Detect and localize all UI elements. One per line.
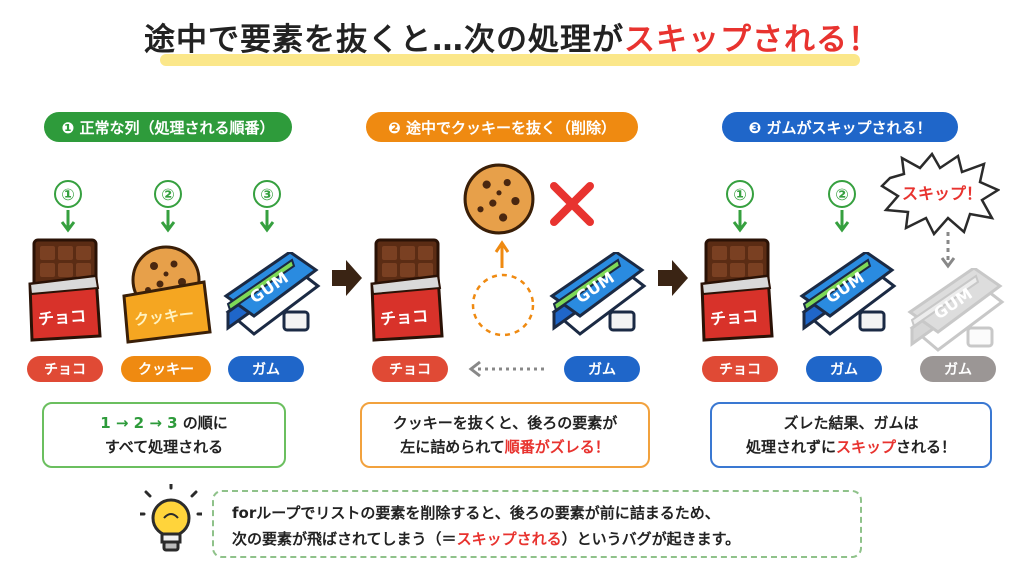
item-label: クッキー bbox=[121, 356, 211, 382]
arrow-down-icon bbox=[940, 232, 956, 269]
lightbulb-icon bbox=[140, 484, 202, 552]
step-number: ② bbox=[154, 180, 182, 208]
note-number: 1 bbox=[100, 414, 111, 432]
chocolate-package-text: チョコ bbox=[709, 306, 759, 329]
note-line: ズレた結果、ガムは bbox=[783, 414, 919, 432]
item-label: チョコ bbox=[27, 356, 103, 382]
note-line: 1 → 2 → 3 の順に bbox=[100, 411, 228, 435]
empty-slot bbox=[471, 273, 535, 337]
tip-highlight: スキップされる bbox=[456, 530, 562, 548]
step-number: ② bbox=[828, 180, 856, 208]
arrow-down-icon bbox=[732, 210, 748, 233]
skip-burst-text: スキップ！ bbox=[901, 184, 982, 203]
cookie-icon bbox=[463, 163, 535, 235]
panel1-note: 1 → 2 → 3 の順に すべて処理される bbox=[42, 402, 286, 468]
arrow-right-icon bbox=[658, 260, 688, 296]
note-number: 3 bbox=[167, 414, 178, 432]
skipped-gum-pack: GUM bbox=[906, 266, 1006, 358]
note-highlight: スキップ bbox=[835, 438, 896, 456]
gum-pack: GUM bbox=[222, 250, 322, 342]
panel3-note: ズレた結果、ガムは 処理されずにスキップされる！ bbox=[710, 402, 992, 468]
gum-pack: GUM bbox=[798, 250, 898, 342]
panel3-header: ❸ ガムがスキップされる！ bbox=[722, 112, 958, 142]
gum-icon bbox=[800, 250, 896, 336]
arrow-right-icon bbox=[332, 260, 362, 296]
note-text: の順に bbox=[177, 414, 228, 432]
item-label: ガム bbox=[564, 356, 640, 382]
arrow-down-icon bbox=[60, 210, 76, 233]
chocolate-package-text: チョコ bbox=[379, 306, 429, 329]
note-line: クッキーを抜くと、後ろの要素が bbox=[392, 414, 618, 432]
arrow-left-dotted-icon bbox=[468, 360, 544, 378]
skip-burst bbox=[880, 152, 1000, 236]
note-number: 2 bbox=[133, 414, 145, 432]
item-label: チョコ bbox=[372, 356, 448, 382]
item-label: チョコ bbox=[702, 356, 778, 382]
item-label: ガム bbox=[228, 356, 304, 382]
chocolate-bar: チョコ bbox=[370, 236, 450, 344]
tip-box: forループでリストの要素を削除すると、後ろの要素が前に詰まるため、 次の要素が… bbox=[212, 490, 862, 558]
arrow-up-icon bbox=[494, 240, 510, 268]
panel2-note: クッキーを抜くと、後ろの要素が 左に詰められて順番がズレる！ bbox=[360, 402, 650, 468]
note-text: 左に詰められて bbox=[400, 438, 505, 456]
arrow-down-icon bbox=[834, 210, 850, 233]
tip-line: 次の要素が飛ばされてしまう（＝スキップされる）というバグが起きます。 bbox=[232, 526, 842, 552]
arrow-down-icon bbox=[160, 210, 176, 233]
gum-icon bbox=[224, 250, 320, 336]
note-highlight: 順番がズレる！ bbox=[504, 438, 610, 456]
tip-text: 次の要素が飛ばされてしまう（＝ bbox=[232, 530, 457, 548]
note-text: 処理されずに bbox=[745, 438, 836, 456]
step-number: ① bbox=[54, 180, 82, 208]
page-title: 途中で要素を抜くと…次の処理がスキップされる！ bbox=[0, 14, 1024, 59]
title-main: 途中で要素を抜くと…次の処理が bbox=[144, 22, 624, 58]
note-line: すべて処理される bbox=[104, 438, 224, 456]
panel2-header: ❷ 途中でクッキーを抜く（削除） bbox=[366, 112, 638, 142]
arrow-down-icon bbox=[259, 210, 275, 233]
note-arrow: → bbox=[144, 414, 168, 432]
note-text: される！ bbox=[896, 438, 957, 456]
note-line: 左に詰められて順番がズレる！ bbox=[400, 435, 610, 459]
cross-icon bbox=[550, 182, 594, 226]
tip-text: ）というバグが起きます。 bbox=[561, 530, 741, 548]
item-label: ガム bbox=[806, 356, 882, 382]
gum-pack: GUM bbox=[548, 250, 648, 342]
title-highlight: スキップされる！ bbox=[624, 22, 880, 58]
step-number: ③ bbox=[253, 180, 281, 208]
step-number: ① bbox=[726, 180, 754, 208]
gum-icon bbox=[908, 266, 1004, 352]
note-line: 処理されずにスキップされる！ bbox=[746, 435, 956, 459]
cookie-package-icon bbox=[122, 245, 212, 344]
chocolate-bar: チョコ bbox=[700, 236, 780, 344]
chocolate-bar: チョコ bbox=[28, 236, 108, 344]
note-arrow: → bbox=[110, 414, 134, 432]
title-underline bbox=[160, 54, 860, 66]
cookie-package: クッキー bbox=[118, 244, 214, 344]
tip-line: forループでリストの要素を削除すると、後ろの要素が前に詰まるため、 bbox=[232, 504, 720, 522]
gum-icon bbox=[550, 250, 646, 336]
panel1-header: ❶ 正常な列（処理される順番） bbox=[44, 112, 292, 142]
item-label: ガム bbox=[920, 356, 996, 382]
chocolate-package-text: チョコ bbox=[37, 306, 87, 329]
